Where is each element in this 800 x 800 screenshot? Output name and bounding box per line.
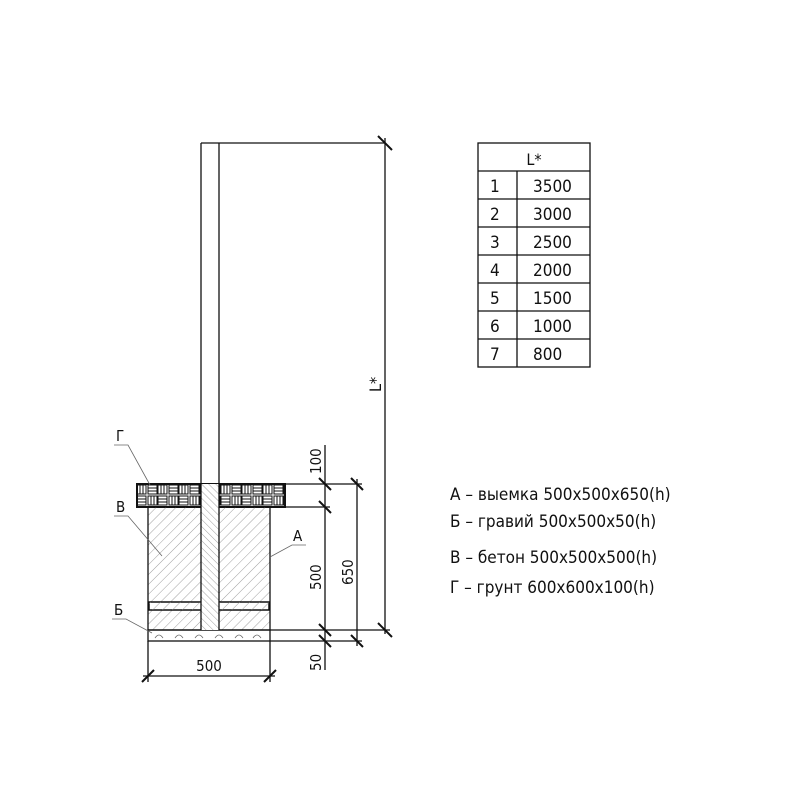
table-row-length: 2000 bbox=[533, 261, 572, 281]
table-row-number: 4 bbox=[490, 261, 500, 281]
dim-L-label: L* bbox=[366, 377, 385, 392]
table-row-number: 5 bbox=[490, 289, 500, 309]
pole bbox=[200, 142, 385, 630]
legend-item: А – выемка 500x500x650(h) bbox=[450, 485, 671, 505]
leaders: Г В А Б bbox=[112, 427, 306, 634]
table-row-length: 2500 bbox=[533, 233, 572, 253]
table-row-number: 3 bbox=[490, 233, 500, 253]
dimension-width: 500 bbox=[141, 641, 277, 683]
dim-50: 50 bbox=[307, 654, 325, 671]
dimension-chain: 100 500 50 650 bbox=[270, 445, 364, 671]
table-row-length: 1000 bbox=[533, 317, 572, 337]
table-row-length: 1500 bbox=[533, 289, 572, 309]
dim-650: 650 bbox=[339, 559, 357, 585]
dimension-L: L* bbox=[270, 135, 393, 638]
legend-item: Б – гравий 500x500x50(h) bbox=[450, 512, 656, 532]
table-row-number: 7 bbox=[490, 345, 500, 365]
label-a: А bbox=[293, 527, 303, 545]
label-b: Б bbox=[114, 601, 123, 619]
table-row-number: 6 bbox=[490, 317, 500, 337]
table-row-number: 2 bbox=[490, 205, 500, 225]
table-header: L* bbox=[526, 150, 541, 169]
legend-item: В – бетон 500x500x500(h) bbox=[450, 548, 657, 568]
dim-500-vertical: 500 bbox=[307, 564, 325, 590]
gravel-layer bbox=[147, 629, 271, 642]
table-row-length: 3000 bbox=[533, 205, 572, 225]
dim-500-horizontal: 500 bbox=[196, 657, 222, 675]
legend: А – выемка 500x500x650(h) Б – гравий 500x… bbox=[450, 485, 671, 598]
dim-100: 100 bbox=[307, 448, 325, 474]
table-row-length: 3500 bbox=[533, 177, 572, 197]
length-table: L* 1 3500 2 3000 3 2500 4 2000 5 1500 6 1000 7 800 bbox=[477, 142, 591, 368]
table-row-length: 800 bbox=[533, 345, 562, 365]
legend-item: Г – грунт 600x600x100(h) bbox=[450, 578, 655, 598]
table-row-number: 1 bbox=[490, 177, 500, 197]
label-v: В bbox=[116, 498, 125, 516]
label-g: Г bbox=[116, 427, 124, 445]
